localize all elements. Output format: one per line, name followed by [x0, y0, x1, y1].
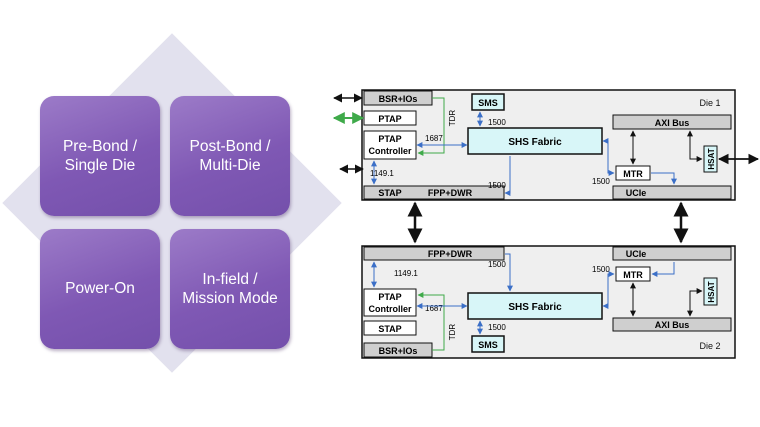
die-1-stap-fpp-bar [363, 185, 505, 200]
die-2-ucie-arrow [651, 262, 675, 277]
die-1-1500-mtr: 1500 [592, 177, 610, 186]
die-2-sms-label: SMS [478, 340, 498, 350]
die-1-ucie-label: UCIe [626, 188, 647, 198]
die-1-1500-sms: 1500 [488, 118, 506, 127]
die-2-1500-sms: 1500 [488, 323, 506, 332]
die-2-ptap-controller-line2: Controller [368, 304, 411, 314]
die-2-mtr-label: MTR [623, 270, 643, 280]
die-1-mtr [615, 165, 651, 181]
die-1-ptap-controller-line1: PTAP [378, 134, 401, 144]
die-2-ucie [612, 246, 732, 261]
die-1-ucie-arrow [651, 172, 677, 185]
quadrant-in-field: In-field / Mission Mode [170, 229, 290, 349]
die-2-1500-fpp: 1500 [488, 260, 506, 269]
die-1-shs-fabric-label: SHS Fabric [508, 137, 562, 148]
die-2-bsr-ios-label: BSR+IOs [379, 346, 418, 356]
die-2-fpp-bar [363, 246, 505, 261]
die-1-fpp-dwr-label: FPP+DWR [428, 188, 473, 198]
die-1-ptap-controller-line2: Controller [368, 146, 411, 156]
die-2-ucie-label: UCIe [626, 249, 647, 259]
die-2-1687: 1687 [425, 304, 443, 313]
die-1-label: Die 1 [699, 98, 720, 108]
die-1-bsr-ios-label: BSR+IOs [379, 94, 418, 104]
die-2-stap-label: STAP [378, 324, 401, 334]
quadrant-post-bond: Post-Bond / Multi-Die [170, 96, 290, 216]
die-2-hsat-label: HSAT [707, 281, 716, 302]
quadrant-line: Single Die [64, 157, 136, 174]
die-1-hsat [703, 145, 718, 173]
die-1-1149: 1149.1 [370, 169, 394, 178]
quadrant-line: Power-On [65, 280, 135, 298]
die-1-green-feedback [417, 97, 445, 156]
die-2-axi-bus [612, 317, 732, 332]
die-1-axi-bus-label: AXI Bus [655, 118, 690, 128]
die-1-1687: 1687 [425, 134, 443, 143]
die-2-1500-mtr: 1500 [592, 265, 610, 274]
die-1-1500-fpp: 1500 [488, 181, 506, 190]
die-2-ptap-controller-line1: PTAP [378, 292, 401, 302]
die-1-ptap-controller [363, 130, 417, 160]
die-2-1149: 1149.1 [394, 269, 418, 278]
die-2-fpp-arrow [505, 253, 513, 292]
die-2-mtr [615, 266, 651, 282]
quadrant-line: Pre-Bond / [62, 137, 138, 155]
quadrant-power-on: Power-On [40, 229, 160, 349]
die-1-ptap-label: PTAP [378, 114, 401, 124]
die-1-hsat-label: HSAT [707, 148, 716, 169]
die-1: Die 1 BSR+IOs PTAP PTAP Controller STAP … [332, 89, 760, 201]
die-1-fpp-arrow [504, 156, 511, 196]
die-2-sms [471, 335, 505, 353]
quadrant-pre-bond: Pre-Bond / Single Die [40, 96, 160, 216]
die-1-ucie [612, 185, 732, 200]
die-1-sms [471, 93, 505, 111]
die-2-ptap-controller [363, 288, 417, 317]
die-2-shs-fabric [467, 292, 603, 320]
die-2-hsat [703, 277, 718, 306]
quadrant-line: Multi-Die [199, 157, 261, 174]
quadrant-line: In-field / [202, 270, 258, 288]
die-1-shs-fabric [467, 127, 603, 155]
die-1-hsat-arrow [687, 130, 703, 162]
die-1-tdr-label: TDR [448, 110, 457, 127]
die-2-green-feedback [417, 292, 445, 351]
die-2-stap [363, 320, 417, 336]
die-2-fpp-dwr-label: FPP+DWR [428, 249, 473, 259]
die-2-mtr-arrow [602, 271, 615, 309]
die-1-axi-bus [612, 114, 732, 130]
die-2: Die 2 FPP+DWR UCIe PTAP Controller STAP … [361, 245, 736, 359]
die-1-sms-label: SMS [478, 98, 498, 108]
die-1-stap-label: STAP [378, 188, 401, 198]
die-2-axi-bus-label: AXI Bus [655, 320, 690, 330]
die-2-tdr-label: TDR [448, 324, 457, 341]
die-1-mtr-arrow [602, 138, 615, 176]
die-1-mtr-label: MTR [623, 169, 643, 179]
die-2-label: Die 2 [699, 341, 720, 351]
quadrant-line: Post-Bond / [189, 137, 271, 155]
die-2-hsat-arrow [687, 288, 703, 317]
die-2-shs-fabric-label: SHS Fabric [508, 302, 562, 313]
quadrant-line: Mission Mode [182, 290, 278, 307]
